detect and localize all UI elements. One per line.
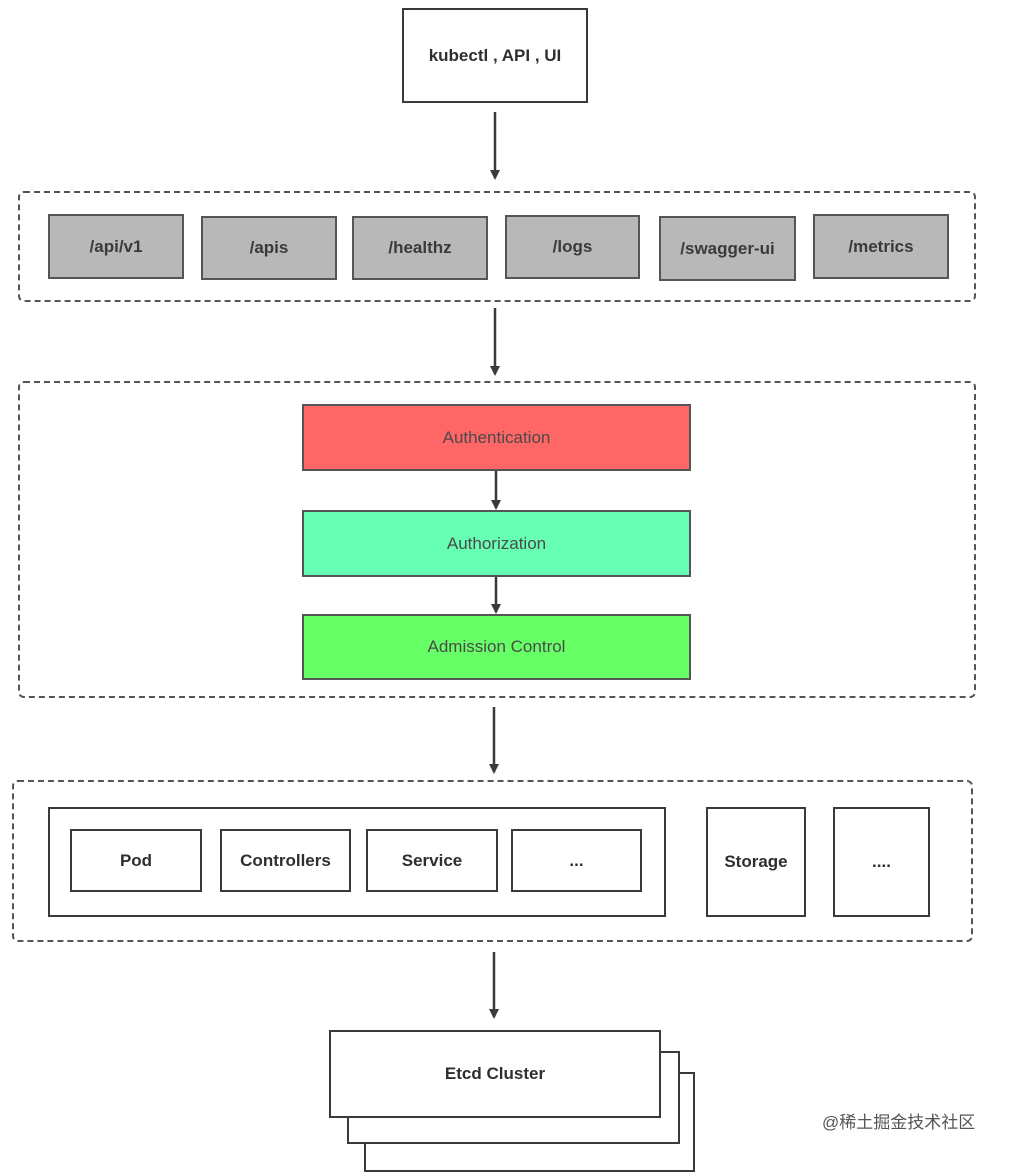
authorization-box: Authorization <box>302 510 691 577</box>
endpoint-metrics: /metrics <box>813 214 949 279</box>
resource-label: ... <box>569 850 584 870</box>
resource-controllers: Controllers <box>220 829 351 892</box>
resource-label: Service <box>401 850 463 870</box>
more-box: .... <box>833 807 930 917</box>
etcd-cluster-box: Etcd Cluster <box>329 1030 661 1118</box>
endpoint-healthz: /healthz <box>352 216 488 280</box>
endpoint-label: /apis <box>249 238 289 257</box>
endpoint-logs: /logs <box>505 215 640 279</box>
resource-label: Controllers <box>240 850 331 870</box>
endpoint-label: /logs <box>552 237 593 256</box>
resource-label: Pod <box>119 850 153 870</box>
watermark-text: @稀土掘金技术社区 <box>822 1113 976 1132</box>
endpoint-label: /swagger-ui <box>680 238 775 258</box>
storage-label: Storage <box>724 852 788 871</box>
endpoint-label: /api/v1 <box>89 236 143 256</box>
authentication-box: Authentication <box>302 404 691 471</box>
endpoint-swagger-ui: /swagger-ui <box>659 216 796 281</box>
admission-control-box: Admission Control <box>302 614 691 680</box>
resource-more: ... <box>511 829 642 892</box>
authentication-label: Authentication <box>442 427 551 447</box>
more-label: .... <box>872 852 891 871</box>
endpoint-api-v1: /api/v1 <box>48 214 184 279</box>
resource-service: Service <box>366 829 498 892</box>
endpoint-label: /healthz <box>388 238 452 257</box>
authorization-label: Authorization <box>446 533 547 553</box>
endpoint-apis: /apis <box>201 216 337 280</box>
endpoints-group <box>18 191 976 302</box>
pipeline-group <box>18 381 976 698</box>
storage-box: Storage <box>706 807 806 917</box>
endpoint-label: /metrics <box>848 236 914 256</box>
client-box: kubectl , API , UI <box>402 8 588 103</box>
client-label: kubectl , API , UI <box>428 45 562 65</box>
registry-group <box>12 780 973 942</box>
admission-control-label: Admission Control <box>427 637 566 656</box>
resource-pod: Pod <box>70 829 202 892</box>
etcd-cluster-label: Etcd Cluster <box>444 1064 546 1083</box>
